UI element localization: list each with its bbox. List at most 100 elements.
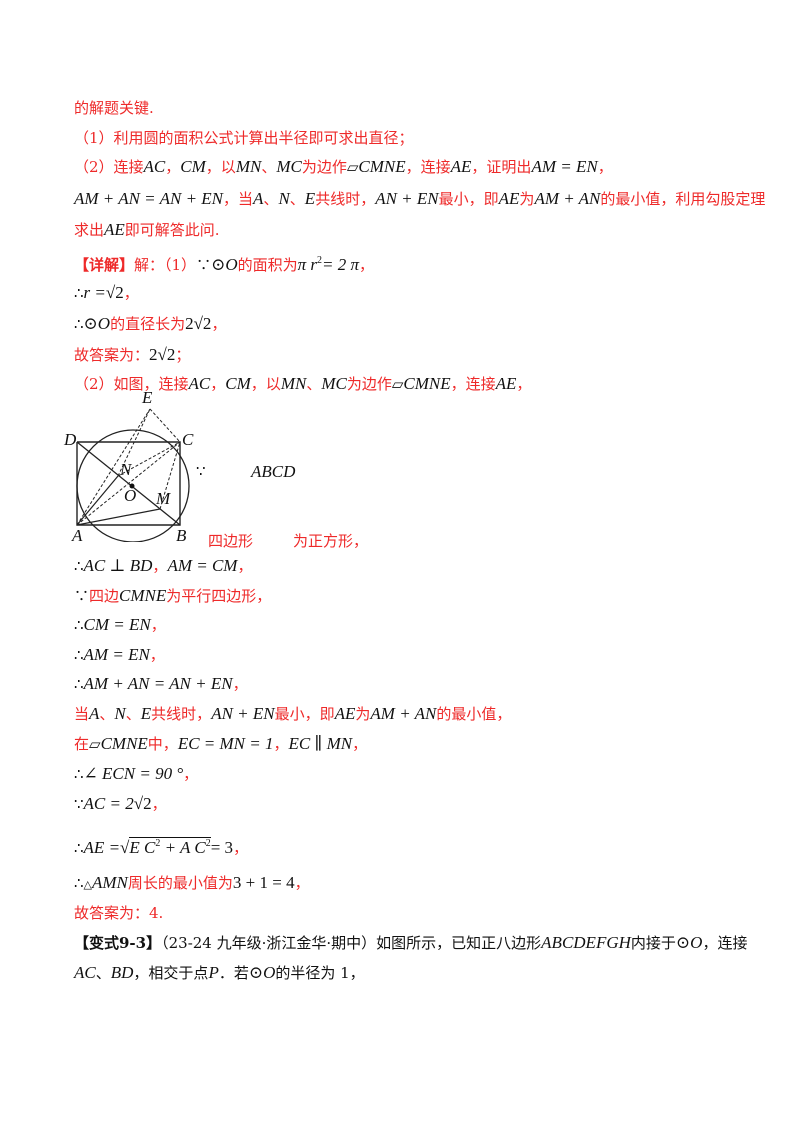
text: 当 — [74, 705, 90, 723]
geometry-figure: E D C N O M A B ∵ — [64, 388, 220, 545]
math-a: A — [253, 189, 264, 208]
math-circle-o: ⊙O — [211, 255, 238, 274]
text: ， — [151, 795, 167, 813]
text: 内接于 — [630, 934, 676, 952]
math-lhs: AE = — [83, 838, 121, 857]
math-eq: AM + AN — [370, 704, 437, 723]
math-ae: AE — [104, 220, 125, 239]
math-ae: AE — [450, 157, 472, 176]
because-symbol: ∵ — [196, 462, 206, 480]
math-value: 2√2 — [149, 345, 176, 364]
text-line-variant-9-3: 【变式9-3】（23-24 九年级·浙江金华·期中）如图所示，已知正八边形ABC… — [74, 933, 747, 953]
text: ， — [597, 158, 613, 176]
text-line-answer2: 故答案为：4. — [74, 904, 164, 922]
math-abcd: ABCD — [251, 462, 296, 481]
text-line-perimeter: ∴△AMN周长的最小值为3 + 1 = 4， — [74, 873, 310, 895]
text: 为边作 — [346, 375, 392, 393]
therefore-symbol: ∴ — [74, 616, 84, 634]
because-symbol: ∵ — [196, 256, 212, 274]
text: ， — [352, 735, 368, 753]
math-circle-o: ⊙O — [83, 314, 111, 333]
superscript: 2 — [317, 255, 323, 266]
text: ， — [273, 735, 289, 753]
label-d: D — [64, 430, 77, 449]
math-ac: AC — [74, 963, 96, 982]
parallelogram-icon: ▱ — [89, 735, 101, 753]
math-circle-o: ⊙O — [675, 933, 703, 952]
text: 在 — [74, 735, 90, 753]
text: ， — [232, 675, 248, 693]
label-c: C — [182, 430, 194, 449]
text: ，连接 — [405, 158, 451, 176]
math-eq: AN + EN — [375, 189, 439, 208]
detail-tag: 【详解】 — [74, 256, 135, 274]
text-line-sum: ∴AM + AN = AN + EN， — [74, 674, 248, 694]
math-r: r = — [83, 283, 106, 302]
text: 的半径为 1， — [275, 964, 365, 982]
label-e: E — [142, 388, 153, 407]
triangle-icon: △ — [83, 878, 93, 891]
text: 为平行四边形， — [166, 587, 272, 605]
math-ae: AE — [334, 704, 356, 723]
text: ， — [211, 315, 227, 333]
text: 最小，即 — [274, 705, 335, 723]
text: 的直径长为 — [110, 315, 186, 333]
text-line-variant-9-3-cont: AC、BD，相交于点P．若⊙O的半径为 1， — [74, 963, 365, 983]
sqrt-icon: √ — [120, 838, 130, 857]
math-ec: E C — [129, 838, 156, 857]
text: 共线时， — [315, 190, 376, 208]
text: ．若 — [218, 964, 249, 982]
text: 的最小值，利用勾股定理 — [600, 190, 766, 208]
math-mn: MN — [280, 374, 307, 393]
text: ， — [149, 646, 165, 664]
text: ， — [516, 375, 532, 393]
superscript: 2 — [155, 838, 161, 849]
because-symbol: ∵ — [74, 587, 90, 605]
text: （2）连接 — [74, 158, 144, 176]
text-line-ae-length: ∴AE =√E C2 + A C2= 3， — [74, 834, 248, 858]
text: ， — [123, 284, 139, 302]
math-cmne: CMNE — [119, 586, 167, 605]
math-eq: 3 + 1 = 4 — [232, 873, 295, 892]
math-e: E — [304, 189, 316, 208]
parallelogram-icon: ▱ — [346, 158, 359, 176]
math-cmne: CMNE — [100, 734, 148, 753]
text: 为 — [519, 190, 535, 208]
math-eq: AN + EN — [211, 704, 275, 723]
text: 中， — [147, 735, 178, 753]
text: 故答案为： — [74, 346, 150, 364]
parallelogram-icon: ▱ — [391, 375, 404, 393]
text-line-detail-part2: （2）如图，连接AC，CM，以MN、MC为边作▱CMNE，连接AE， — [74, 374, 531, 394]
math-cm: CM — [225, 374, 251, 393]
math-eq: AM = CM — [167, 556, 238, 575]
math-eq: AC = 2 — [83, 794, 134, 813]
text: ， — [183, 765, 199, 783]
math-eq: AC ⊥ BD — [83, 556, 153, 575]
text: （23-24 九年级·浙江金华·期中）如图所示，已知正八边形 — [161, 934, 542, 952]
text-line-part1-hint: （1）利用圆的面积公式计算出半径即可求出直径； — [74, 129, 414, 147]
text-line-part2-hint-cont: AM + AN = AN + EN，当A、N、E共线时，AN + EN最小，即A… — [74, 189, 765, 209]
math-rhs: = 3 — [210, 838, 234, 857]
text: 为 — [355, 705, 371, 723]
math-area: = 2 π — [322, 255, 360, 274]
math-mn: MN — [235, 157, 262, 176]
text: ，相交于点 — [133, 964, 209, 982]
text: 的最小值， — [436, 705, 512, 723]
text-line-diameter: ∴⊙O的直径长为2√2， — [74, 314, 226, 334]
text: ，以 — [205, 158, 236, 176]
math-e: E — [140, 704, 152, 723]
math-ac: AC — [143, 157, 166, 176]
math-eq: CM = EN — [83, 615, 151, 634]
text-line-radius: ∴r =√2， — [74, 283, 139, 303]
text-is-square: 为正方形， — [293, 532, 369, 550]
text: 即可解答此问. — [124, 221, 220, 239]
text-quadrilateral: 四边形 — [208, 532, 254, 550]
text: 、 — [289, 190, 305, 208]
math-value: 2√2 — [185, 314, 212, 333]
text: ，当 — [223, 190, 254, 208]
math-mc: MC — [276, 157, 302, 176]
text: ，证明出 — [471, 158, 532, 176]
math-ae: AE — [495, 374, 517, 393]
text: 求出 — [74, 221, 105, 239]
text: ， — [152, 557, 168, 575]
